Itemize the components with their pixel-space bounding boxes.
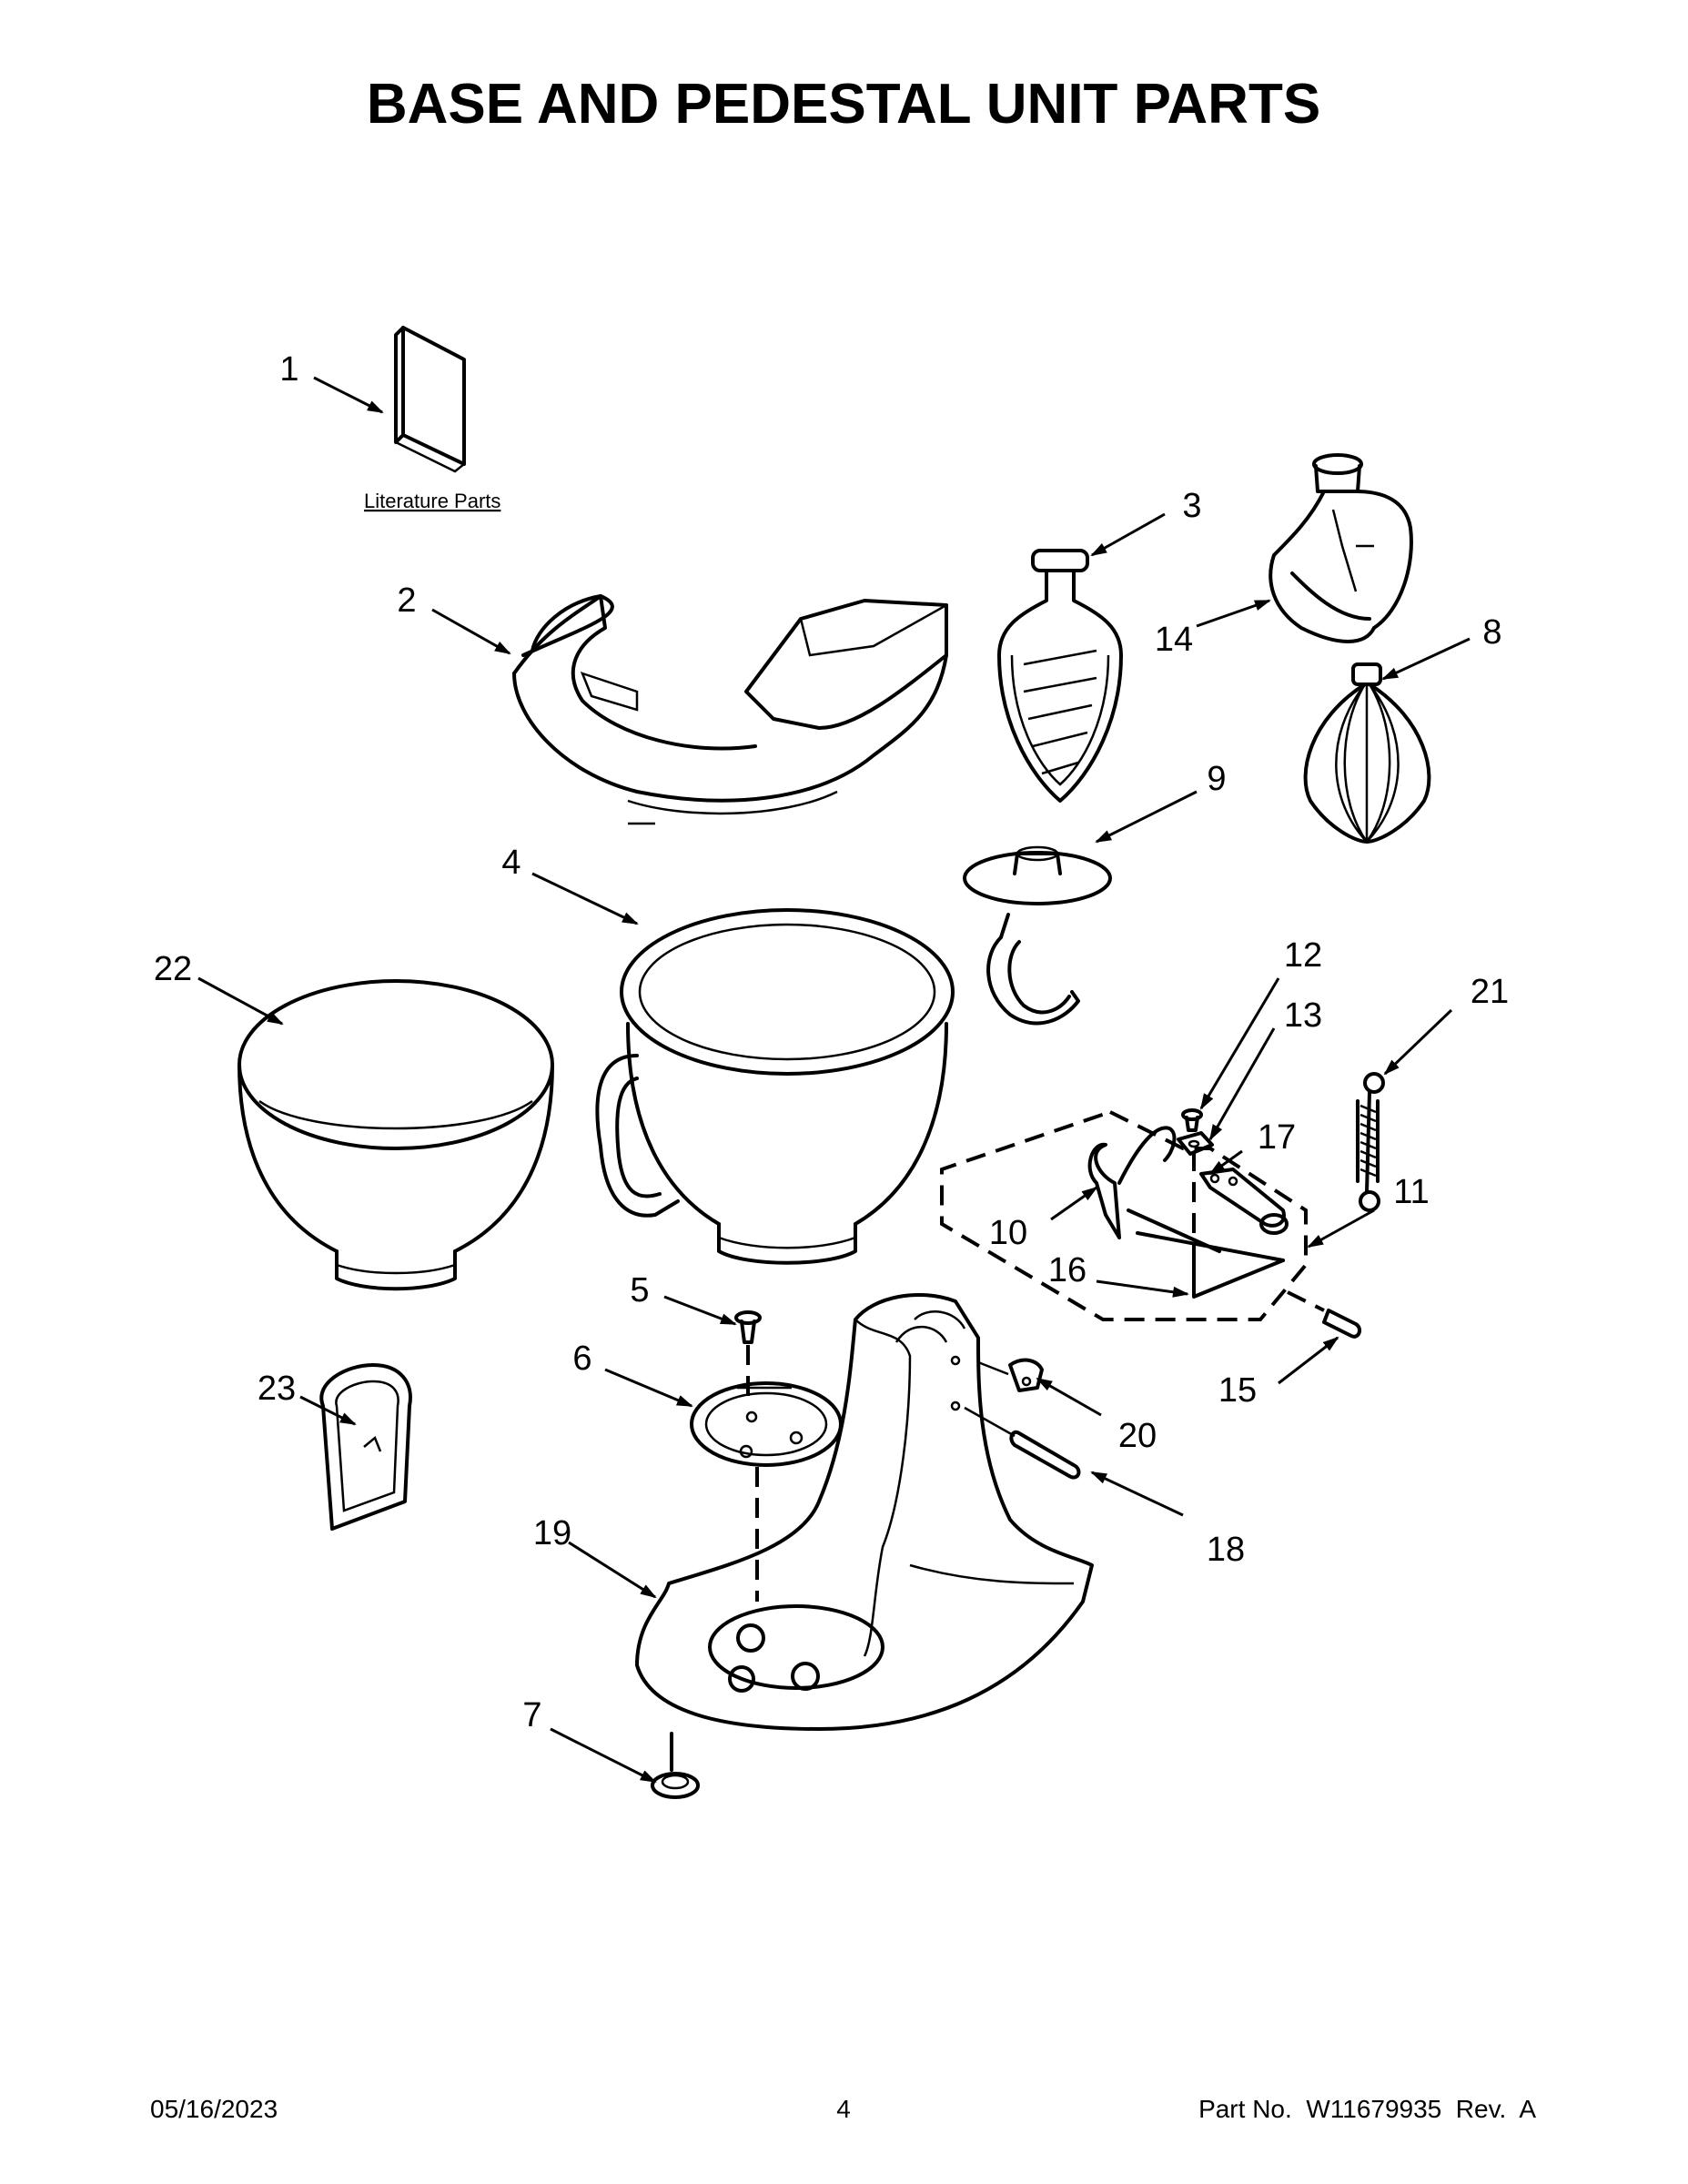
callout-15: 15 [1218, 1371, 1257, 1410]
part-15-pin [1322, 1309, 1362, 1339]
assembly-line-18 [964, 1406, 1016, 1438]
part-10-bracket [1087, 1126, 1221, 1253]
literature-parts-label: Literature Parts [364, 490, 500, 512]
callout-5: 5 [630, 1271, 649, 1309]
part-23-badge [319, 1363, 412, 1531]
part-9-dough-hook [963, 845, 1112, 1026]
callout-9: 9 [1207, 760, 1226, 798]
callout-21: 21 [1471, 973, 1509, 1011]
part-8-wire-whip [1303, 662, 1431, 844]
callout-3: 3 [1182, 487, 1201, 525]
footer-page-number: 4 [836, 2095, 851, 2123]
part-1-literature [394, 326, 466, 473]
part-19-pedestal-base [635, 1292, 1094, 1731]
callout-8: 8 [1482, 613, 1501, 652]
part-7-foot [651, 1732, 700, 1799]
callout-4: 4 [501, 844, 521, 882]
callout-11: 11 [1393, 1173, 1429, 1211]
assembly-line-20 [977, 1360, 1009, 1376]
part-16-lift-rod [1136, 1231, 1285, 1299]
callout-13: 13 [1284, 996, 1322, 1035]
leader-lines [197, 376, 1471, 1784]
part-12-screw [1181, 1108, 1203, 1132]
callout-19: 19 [533, 1514, 571, 1552]
part-17-lever [1199, 1168, 1289, 1235]
callout-14: 14 [1155, 621, 1193, 659]
page-title: BASE AND PEDESTAL UNIT PARTS [367, 73, 1320, 136]
callout-23: 23 [258, 1370, 296, 1408]
callout-17: 17 [1258, 1118, 1296, 1157]
part-11-assembly-boundary [940, 1109, 1308, 1321]
footer-date: 05/16/2023 [150, 2095, 278, 2123]
callout-2: 2 [397, 581, 416, 620]
callout-10: 10 [989, 1214, 1027, 1252]
footer-part-number: Part No. W11679935 Rev. A [1198, 2095, 1536, 2123]
callout-18: 18 [1207, 1531, 1245, 1569]
callout-22: 22 [154, 950, 192, 988]
callout-6: 6 [572, 1340, 591, 1378]
callout-1: 1 [279, 350, 298, 389]
part-5-screw [734, 1310, 762, 1344]
part-21-spring [1356, 1072, 1385, 1212]
callout-16: 16 [1048, 1251, 1087, 1289]
part-6-clamp-plate [690, 1381, 843, 1467]
part-3-flat-beater [997, 549, 1123, 803]
assembly-dashed-line-15 [1287, 1290, 1325, 1312]
part-18-hinge-pin [1009, 1430, 1081, 1480]
callout-20: 20 [1118, 1417, 1157, 1455]
part-4-bowl [595, 908, 955, 1265]
callout-7: 7 [522, 1696, 541, 1734]
callout-12: 12 [1284, 936, 1322, 975]
part-13-washer [1177, 1131, 1214, 1156]
part-20-clip [1008, 1358, 1044, 1392]
part-22-alternate-bowl [238, 979, 554, 1291]
part-14-flex-edge-beater [1269, 453, 1413, 643]
part-2-pouring-shield [512, 594, 948, 825]
